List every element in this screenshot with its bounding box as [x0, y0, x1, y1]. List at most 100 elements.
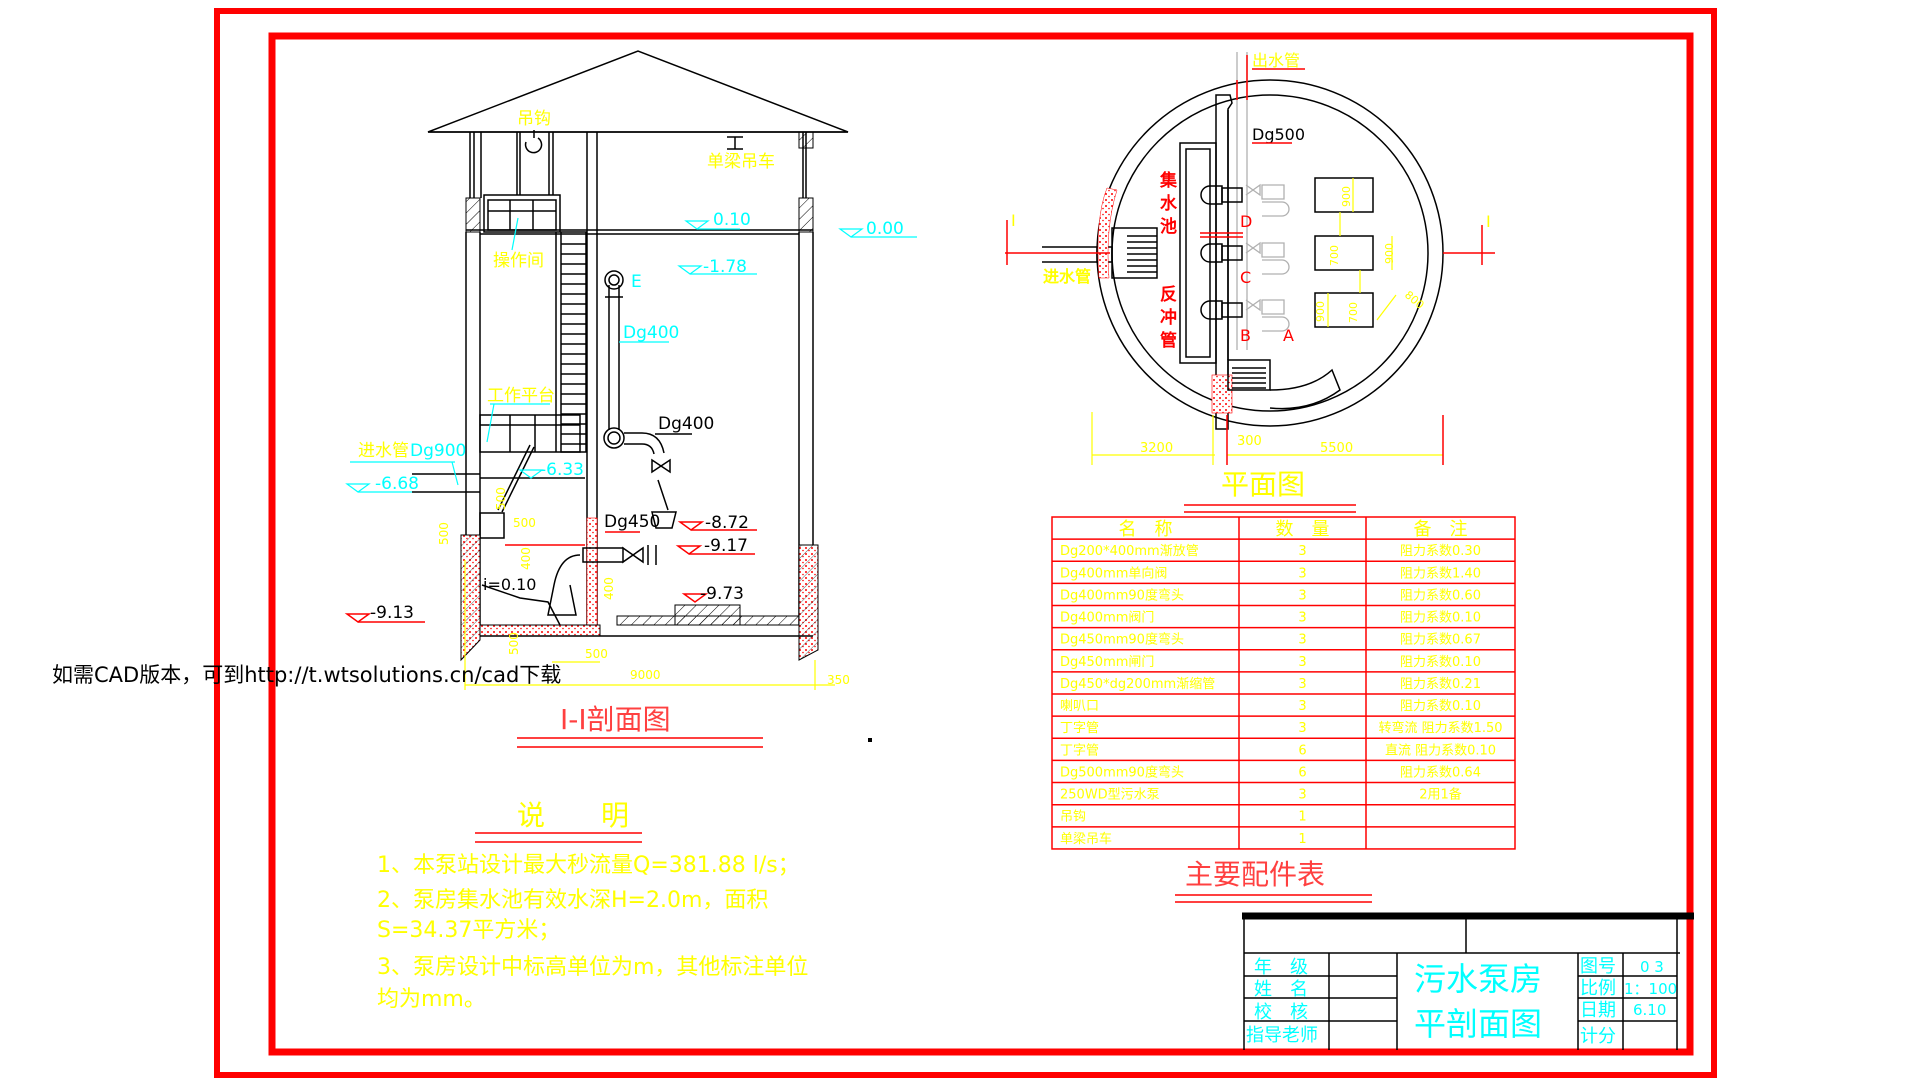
drawing-title-line1: 污水泵房	[1414, 960, 1542, 998]
notes-title: 说 明	[517, 799, 629, 832]
table-cell-qty: 3	[1298, 611, 1306, 626]
download-watermark: 如需CAD版本，可到http://t.wtsolutions.cn/cad下载	[52, 663, 561, 687]
table-cell-name: 250WD型污水泵	[1060, 788, 1160, 803]
table-cell-remark: 阻力系数0.30	[1400, 544, 1481, 559]
label-teacher: 指导老师	[1246, 1025, 1318, 1046]
label-inlet-dg900: Dg900	[410, 441, 466, 461]
label-backflush-3: 管	[1160, 330, 1177, 351]
table-cell-remark: 阻力系数0.10	[1400, 611, 1481, 626]
table-header-cell: 备 注	[1414, 519, 1468, 540]
drawing-title-line2: 平剖面图	[1414, 1005, 1542, 1043]
pump-elbow	[1200, 243, 1223, 263]
dim-350: 350	[827, 673, 850, 687]
mark-a: A	[1283, 326, 1294, 345]
elev-0-00: 0.00	[866, 219, 904, 239]
dim-900: 900	[1383, 243, 1396, 264]
elev-minus-6-68: -6.68	[375, 474, 419, 494]
label-check: 校 核	[1254, 1002, 1308, 1023]
label-grade: 年 级	[1254, 957, 1308, 978]
table-cell-qty: 3	[1298, 544, 1306, 559]
label-backflush-2: 冲	[1160, 307, 1177, 328]
label-scale: 比例	[1580, 978, 1616, 999]
table-title: 主要配件表	[1185, 858, 1325, 891]
dim-500: 500	[585, 647, 608, 661]
label-sump-3: 池	[1160, 216, 1177, 237]
label-name: 姓 名	[1254, 979, 1308, 1000]
table-cell-remark: 阻力系数0.21	[1400, 677, 1481, 692]
note-item: 2、泵房集水池有效水深H=2.0m，面积	[377, 888, 768, 913]
elev-minus-6-33: -6.33	[540, 460, 584, 480]
section-mark-right: I	[1486, 212, 1491, 231]
table-cell-remark: 阻力系数1.40	[1400, 566, 1481, 581]
elev-minus-8-72: -8.72	[705, 513, 749, 533]
pump-elbow	[1200, 185, 1223, 205]
elev-minus-9-13: -9.13	[370, 603, 414, 623]
dim-500: 500	[494, 487, 508, 510]
table-cell-remark: 阻力系数0.67	[1400, 633, 1481, 648]
label-dg400-vertical: Dg400	[623, 323, 679, 343]
label-backflush-1: 反	[1160, 285, 1177, 305]
table-cell-qty: 3	[1298, 655, 1306, 670]
label-crane: 单梁吊车	[707, 152, 775, 172]
plan-pumps	[1200, 183, 1290, 332]
section-mark-left: I	[1011, 211, 1016, 230]
table-cell-name: Dg450mm闸门	[1060, 655, 1154, 670]
dim-300: 300	[1237, 434, 1262, 449]
table-cell-qty: 3	[1298, 699, 1306, 714]
label-control-room: 操作间	[493, 251, 544, 271]
table-cell-name: Dg400mm单向阀	[1060, 565, 1167, 581]
value-date: 6.10	[1633, 1001, 1666, 1019]
section-labels: 吊钩 单梁吊车 操作间 0.10 0.00 -1.78 E Dg400 工作平台…	[344, 109, 917, 690]
plan-title: 平面图	[1221, 468, 1305, 501]
stair-frame	[560, 231, 587, 453]
pump-pipe	[1221, 302, 1243, 318]
table-cell-qty: 6	[1298, 743, 1306, 758]
table-header-cell: 数 量	[1276, 519, 1330, 540]
label-inlet-pipe: 进水管	[358, 441, 409, 461]
label-dg450: Dg450	[604, 512, 660, 532]
note-item: 均为mm。	[377, 987, 486, 1012]
table-cell-qty: 1	[1298, 810, 1306, 825]
stair-ladder	[560, 231, 587, 453]
mark-b: B	[1240, 326, 1251, 345]
pump-body	[1262, 201, 1290, 217]
table-cell-qty: 3	[1298, 588, 1306, 603]
plan-view	[1005, 52, 1495, 465]
table-cell-remark: 转弯流 阻力系数1.50	[1378, 720, 1502, 736]
plan-labels: 出水管 Dg500 集 水 池 反 冲 管 进水管 D C B A I I 90…	[1011, 51, 1491, 456]
pump-valve	[1245, 298, 1285, 315]
dim-9000: 9000	[630, 668, 661, 682]
table-cell-name: Dg400mm90度弯头	[1060, 587, 1184, 603]
table-cell-name: 单梁吊车	[1060, 831, 1112, 847]
pump-valve	[1245, 241, 1285, 258]
label-sheet: 图号	[1580, 956, 1616, 977]
crane-icon	[727, 136, 743, 150]
pump-foundation	[1314, 292, 1374, 328]
dim-500: 500	[513, 516, 536, 530]
value-sheet: 0 3	[1640, 958, 1664, 976]
label-dg500: Dg500	[1252, 125, 1305, 144]
table-cell-name: Dg500mm90度弯头	[1060, 764, 1184, 780]
label-platform: 工作平台	[487, 386, 555, 406]
pump-foundation	[1314, 177, 1374, 213]
label-dg400: Dg400	[658, 414, 714, 434]
dim-5500: 5500	[1320, 441, 1353, 456]
table-cell-name: 喇叭口	[1060, 699, 1099, 714]
label-score: 计分	[1580, 1026, 1616, 1047]
label-hook: 吊钩	[517, 109, 551, 129]
table-cell-qty: 1	[1298, 832, 1306, 847]
outer-frame	[214, 8, 1717, 1078]
label-sump-2: 水	[1160, 193, 1178, 214]
label-slope: i=0.10	[483, 575, 536, 594]
mark-c: C	[1240, 268, 1251, 287]
table-cell-remark: 阻力系数0.60	[1400, 588, 1481, 603]
table-cell-qty: 3	[1298, 566, 1306, 581]
elev-0-10: 0.10	[713, 210, 751, 230]
table-cell-qty: 6	[1298, 765, 1306, 780]
table-cell-name: Dg400mm阀门	[1060, 611, 1154, 626]
section-title: I-I剖面图	[560, 703, 671, 736]
table-cell-remark: 阻力系数0.64	[1400, 765, 1481, 780]
pump-pipe	[1221, 245, 1243, 261]
